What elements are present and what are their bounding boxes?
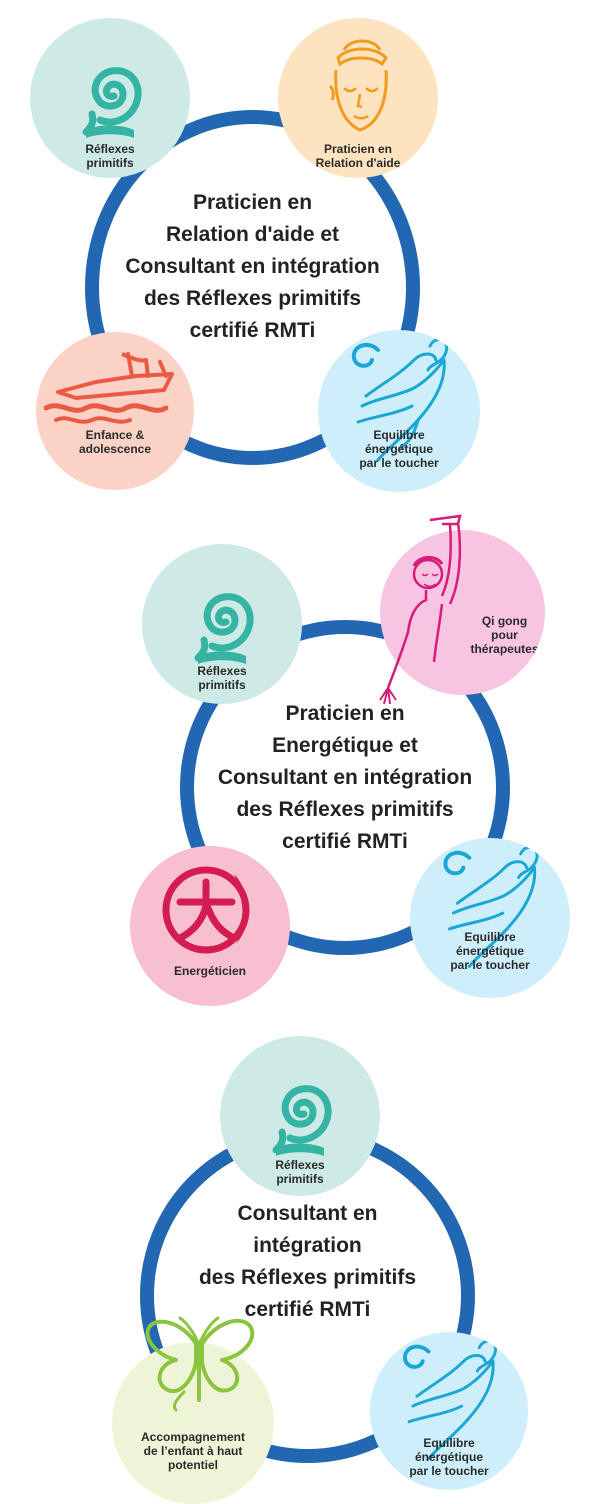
da-symbol-icon (162, 866, 250, 954)
center-title: Consultant en intégration des Réflexes p… (198, 1202, 417, 1321)
bubble-equilibre-energetique[interactable]: Equilibre énergétique par le toucher (370, 1332, 528, 1490)
bubble-qi-gong[interactable]: Qi gong pour thérapeutes (380, 530, 545, 695)
bubble-equilibre-energetique[interactable]: Equilibre énergétique par le toucher (318, 330, 480, 492)
diagram-2: Praticien en Energétique et Consultant e… (0, 500, 600, 1020)
bubble-label: Réflexes primitifs (197, 664, 247, 692)
bubble-label: Qi gong pour thérapeutes (470, 614, 539, 656)
bubble-reflexes-primitifs[interactable]: Réflexes primitifs (220, 1036, 380, 1196)
bubble-label: Energéticien (173, 964, 247, 978)
hand-icon (403, 1339, 497, 1461)
bubble-reflexes-primitifs[interactable]: Réflexes primitifs (30, 18, 190, 178)
bubble-haut-potentiel[interactable]: Accompagnement de l’enfant à haut potent… (112, 1342, 274, 1504)
center-title: Praticien en Relation d'aide et Consulta… (125, 191, 380, 342)
spiral-icon (194, 593, 254, 664)
bubble-enfance-adolescence[interactable]: Enfance & adolescence (36, 332, 194, 490)
bubble-label: Enfance & adolescence (78, 428, 152, 456)
bubble-label: Réflexes primitifs (275, 1158, 325, 1186)
hand-icon (443, 845, 539, 968)
diagram-3: Consultant en intégration des Réflexes p… (0, 1020, 600, 1504)
bubble-energeticien[interactable]: Energéticien (130, 846, 290, 1006)
bubble-label: Praticien en Relation d'aide (315, 142, 401, 170)
center-title: Praticien en Energétique et Consultant e… (217, 702, 473, 853)
bubble-label: Equilibre énergétique par le toucher (450, 930, 530, 972)
bubble-label: Equilibre énergétique par le toucher (409, 1436, 489, 1478)
face-icon (328, 39, 388, 132)
bubble-equilibre-energetique[interactable]: Equilibre énergétique par le toucher (410, 838, 570, 998)
bubble-label: Equilibre énergétique par le toucher (359, 428, 439, 470)
spiral-icon (272, 1085, 332, 1156)
bubble-reflexes-primitifs[interactable]: Réflexes primitifs (142, 544, 302, 704)
bubble-label: Accompagnement de l’enfant à haut potent… (140, 1430, 246, 1472)
hand-icon (351, 337, 449, 462)
diagram-1: Praticien en Relation d'aide et Consulta… (0, 0, 600, 500)
bubble-relation-aide[interactable]: Praticien en Relation d'aide (278, 18, 438, 178)
boat-icon (43, 352, 174, 424)
bubble-label: Réflexes primitifs (85, 142, 135, 170)
spiral-icon (82, 67, 142, 138)
